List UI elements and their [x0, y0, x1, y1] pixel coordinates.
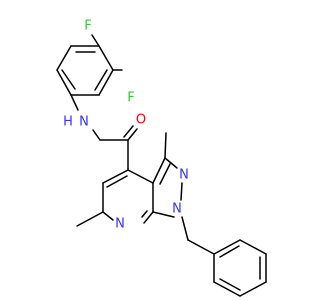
bond-c-f — [91, 34, 100, 47]
bond — [152, 157, 166, 184]
bond — [98, 45, 114, 71]
bond — [239, 281, 267, 297]
bond — [213, 239, 241, 255]
atom-label-amide-nitrogen: N — [79, 115, 89, 130]
atom-label-fluorine-top: F — [84, 19, 91, 34]
bond — [187, 239, 215, 255]
atom-labels: F F N H O N N N — [63, 19, 189, 232]
atom-label-oxygen: O — [136, 113, 146, 128]
bond — [164, 157, 178, 169]
molecule-structure-diagram: F F N H O N N N — [56, 19, 267, 297]
bond — [181, 216, 189, 241]
bond — [56, 69, 72, 96]
atom-label-nitrogen-n1: N — [172, 202, 182, 217]
bond-inner — [94, 69, 108, 91]
atom-label-fluorine-ortho: F — [127, 91, 134, 106]
bonds — [56, 34, 267, 297]
bond — [102, 211, 114, 221]
bond-c-o — [127, 128, 138, 141]
bond — [180, 182, 183, 201]
bond-inner — [141, 210, 148, 218]
bond — [102, 169, 129, 184]
bond — [213, 281, 241, 297]
bond-inner — [61, 69, 76, 90]
atom-label-amide-hydrogen: H — [63, 115, 73, 130]
bond-inner — [106, 175, 128, 188]
bond — [152, 211, 175, 218]
bond — [98, 69, 114, 96]
bond-inner — [159, 163, 171, 185]
bond-inner — [219, 278, 241, 291]
atom-label-pyridine-nitrogen: N — [115, 217, 125, 232]
bond — [164, 132, 167, 159]
bond-inner — [219, 245, 240, 258]
bond — [127, 169, 154, 184]
bond — [239, 239, 267, 255]
atom-label-nitrogen-n2: N — [179, 168, 189, 183]
bond — [143, 211, 154, 224]
bond — [56, 45, 72, 71]
bond-n-c — [92, 129, 101, 141]
bond-c-o — [123, 125, 134, 138]
bond — [76, 211, 104, 227]
bond-c-n — [70, 94, 79, 111]
